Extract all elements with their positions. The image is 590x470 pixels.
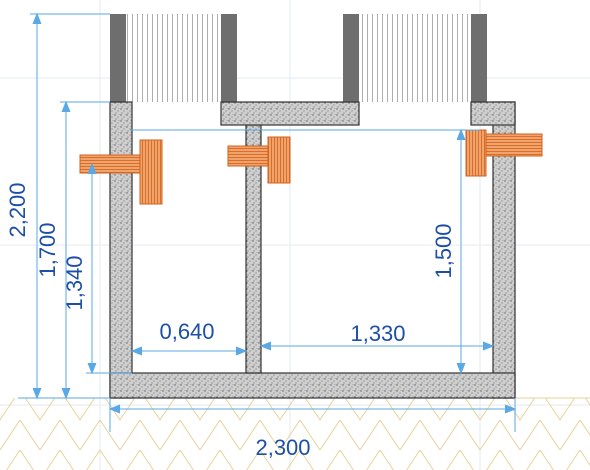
dim-right-chamber-width: 1,330 [350,321,405,346]
dim-outlet-height: 1,500 [431,223,456,278]
dim-total-height: 2,200 [5,182,30,237]
left-outer-wall [109,101,133,399]
right-manhole-ring [343,14,487,102]
inlet-pipe [79,139,163,205]
dim-left-chamber-width: 0,640 [159,319,214,344]
dimension-lines [18,12,517,432]
dim-inlet-height: 1,340 [62,255,87,310]
right-top-collar [470,101,516,126]
dim-inner-height: 1,700 [35,222,60,277]
tank-concrete-structure [109,101,516,399]
ground-hatch [0,398,590,470]
transfer-pipe [227,136,291,184]
dim-total-width: 2,300 [255,435,310,460]
outlet-pipe [465,129,543,177]
left-manhole-ring [110,14,237,102]
bottom-slab [109,372,516,399]
top-slab [220,101,360,126]
